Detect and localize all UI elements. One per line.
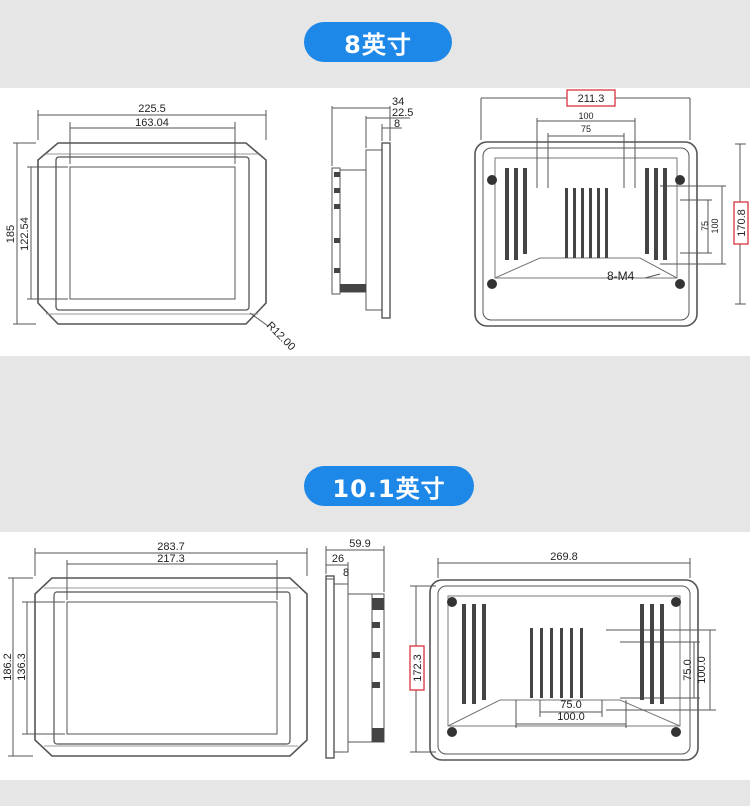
section-title-label: 10.1英寸 [332, 474, 446, 503]
back-height-label: 170.8 [736, 209, 748, 237]
back-hole-v-outer-label: 100.0 [696, 656, 708, 684]
section-title-8inch: 8英寸 [304, 22, 452, 62]
section-title-label: 8英寸 [344, 30, 412, 59]
back-hole-v-inner-label: 75 [700, 221, 710, 231]
back-hole-h-outer-label: 100 [578, 111, 593, 121]
back-hole-v-inner-label: 75.0 [682, 659, 694, 680]
side-small-label: 8 [394, 118, 400, 130]
back-hole-v-outer-label: 100 [710, 218, 720, 233]
back-height-box [409, 645, 425, 691]
front-inner-width-label: 163.04 [135, 117, 169, 129]
side-depth-label: 34 [392, 96, 404, 108]
back-hole-h-inner-label: 75.0 [560, 699, 581, 711]
front-view [13, 110, 269, 327]
front-view [8, 548, 308, 757]
side-mid-label: 26 [332, 553, 344, 565]
back-width-label: 211.3 [578, 93, 605, 105]
front-height-label: 186.2 [2, 653, 14, 681]
front-width-label: 283.7 [157, 541, 185, 553]
front-inner-height-label: 136.3 [16, 653, 28, 681]
side-view [331, 106, 410, 319]
back-view [474, 97, 746, 327]
drawing-panel-10inch: 283.7 217.3 186.2 136.3 59.9 26 8 269.8 … [0, 532, 750, 780]
corner-radius-label: R12.00 [264, 320, 298, 354]
drawing-8inch: 225.5 163.04 185 122.54 R12.00 34 22.5 8… [5, 89, 749, 354]
mount-screws [447, 597, 681, 737]
back-hole-h-inner-label: 75 [581, 124, 591, 134]
back-height-label: 172.3 [412, 654, 424, 682]
mount-screws [487, 175, 685, 289]
side-fins [372, 598, 384, 742]
front-height-label: 185 [5, 225, 17, 243]
front-inner-height-label: 122.54 [19, 217, 31, 251]
side-depth-label: 59.9 [349, 538, 370, 550]
side-small-label: 8 [343, 567, 349, 579]
heatsink-fins [462, 604, 664, 704]
back-width-box [566, 89, 616, 107]
side-mid-label: 22.5 [392, 107, 413, 119]
back-hole-h-outer-label: 100.0 [557, 711, 585, 723]
heatsink-fins [505, 168, 667, 260]
back-width-label: 269.8 [550, 551, 578, 563]
drawing-panel-8inch: 225.5 163.04 185 122.54 R12.00 34 22.5 8… [0, 88, 750, 356]
drawing-10inch: 283.7 217.3 186.2 136.3 59.9 26 8 269.8 … [2, 538, 716, 761]
back-height-box [733, 201, 749, 245]
side-fins [334, 172, 366, 292]
section-title-10inch: 10.1英寸 [304, 466, 474, 506]
front-width-label: 225.5 [138, 103, 166, 115]
back-view [410, 558, 716, 761]
back-screws-label: 8-M4 [607, 269, 635, 283]
front-inner-width-label: 217.3 [157, 553, 185, 565]
